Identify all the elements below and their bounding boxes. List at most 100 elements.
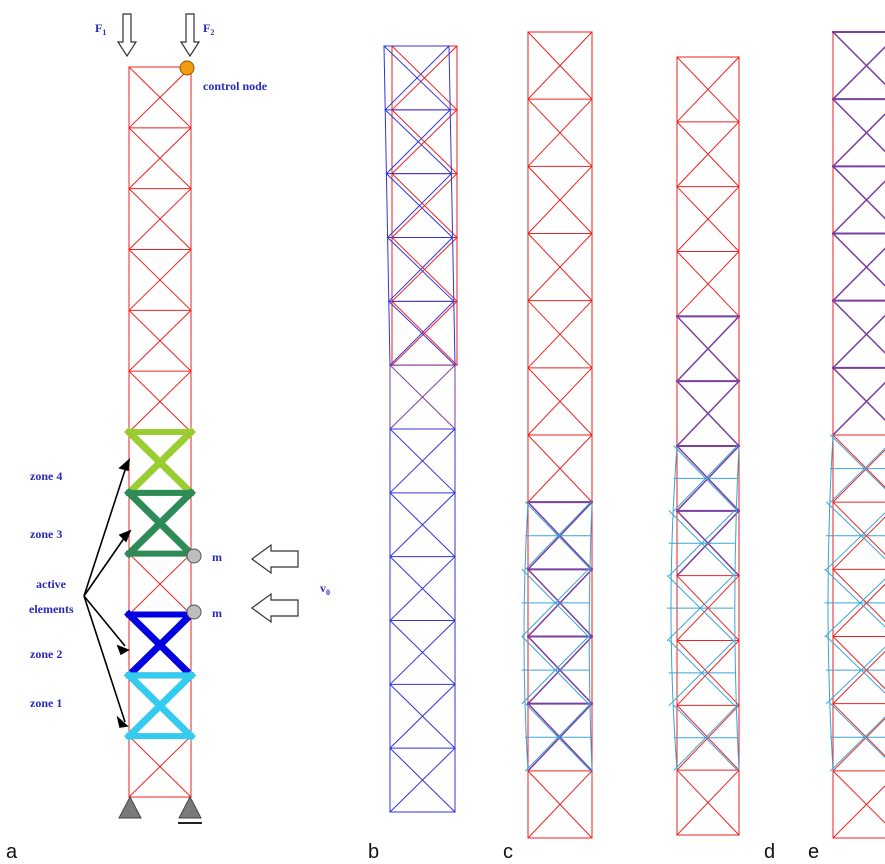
diagonal-member xyxy=(527,165,593,235)
diagonal-member xyxy=(388,236,454,303)
mass-node-upper xyxy=(186,548,202,564)
zone-1-active-element xyxy=(124,670,196,742)
highlighted-member xyxy=(831,232,885,287)
diagonal-member xyxy=(391,172,458,239)
diagonal-member xyxy=(128,248,192,312)
diagonal-member xyxy=(527,770,593,839)
panel-e-truss-deformed xyxy=(824,30,885,839)
diagonal-member xyxy=(389,492,456,558)
diagonal-member xyxy=(527,232,593,302)
diagonal-member xyxy=(128,127,192,190)
diagonal-member xyxy=(527,299,593,369)
diagonal-member xyxy=(391,236,458,303)
diagonal-member xyxy=(527,434,593,503)
diagonal-member xyxy=(391,300,458,366)
zone-3-active-element xyxy=(124,487,196,559)
diagonal-member xyxy=(832,367,885,421)
highlighted-member xyxy=(831,366,885,422)
diagonal-member xyxy=(832,46,885,100)
chord-right xyxy=(453,300,456,366)
highlighted-member xyxy=(831,180,885,235)
panel-label-b: b xyxy=(368,841,379,863)
diagonal-member xyxy=(389,619,456,686)
support-pin-left xyxy=(118,795,142,819)
panel-a-truss xyxy=(124,66,196,798)
highlighted-member xyxy=(831,45,885,101)
diagonal-member xyxy=(389,364,456,430)
label-control-node: control node xyxy=(203,79,268,93)
diagonal-member xyxy=(527,367,593,436)
deformed-chord-right xyxy=(734,445,740,771)
diagonal-member xyxy=(832,98,885,153)
zone-2-active-element xyxy=(124,609,196,681)
diagonal-member xyxy=(676,769,740,836)
panel-c-truss-deformed xyxy=(521,31,594,839)
diagonal-member xyxy=(389,683,456,749)
highlighted-member xyxy=(831,98,885,153)
diagonal-member xyxy=(389,428,456,494)
diagonal-member xyxy=(832,232,885,287)
diagonal-member xyxy=(832,299,885,354)
panel-label-a: a xyxy=(6,841,18,863)
label-elements: elements xyxy=(29,602,74,616)
diagonal-member xyxy=(128,370,192,433)
label-f2: F2 xyxy=(203,21,214,37)
diagonal-member xyxy=(385,109,451,175)
chord-left xyxy=(384,109,387,175)
highlighted-member xyxy=(831,247,885,302)
diagonal-member xyxy=(391,45,458,111)
diagonal-member xyxy=(832,180,885,235)
label-m-upper: m xyxy=(212,550,222,564)
chord-right xyxy=(449,109,452,175)
chord-right xyxy=(450,173,454,239)
deformed-chord-right xyxy=(588,502,593,771)
diagonal-member xyxy=(676,121,740,188)
label-zone-3: zone 3 xyxy=(30,527,62,541)
diagonal-member xyxy=(128,552,192,616)
label-m-lower: m xyxy=(212,606,222,620)
support-roller-right xyxy=(178,795,202,824)
pointer-arrows xyxy=(83,458,132,728)
diagonal-member xyxy=(384,45,450,111)
diagonal-member xyxy=(389,300,455,366)
highlighted-member xyxy=(675,380,741,448)
chord-left xyxy=(383,45,386,111)
load-arrow-f1 xyxy=(116,13,138,58)
highlighted-member xyxy=(831,165,885,220)
chord-right xyxy=(452,236,455,302)
panel-b-truss-blue xyxy=(383,45,458,813)
panel-label-c: c xyxy=(503,841,513,863)
diagonal-member xyxy=(676,250,740,318)
label-zone-2: zone 2 xyxy=(30,647,62,661)
diagonal-member xyxy=(832,247,885,302)
highlighted-member xyxy=(831,113,885,168)
zone-4-active-element xyxy=(124,427,196,498)
diagonal-member xyxy=(832,314,885,369)
label-f1: F1 xyxy=(95,21,106,37)
diagonal-member xyxy=(128,187,192,251)
highlighted-member xyxy=(831,381,885,437)
chord-left xyxy=(387,236,390,302)
diagonal-member xyxy=(832,770,885,824)
diagonal-member xyxy=(389,747,456,813)
diagonal-member xyxy=(676,185,740,253)
panel-label-e: e xyxy=(808,841,819,863)
diagonal-member xyxy=(389,555,456,622)
label-active: active xyxy=(36,577,67,591)
diagonal-member xyxy=(128,309,192,372)
velocity-arrow-lower xyxy=(250,592,299,624)
chord-left xyxy=(385,173,389,239)
diagonal-member xyxy=(527,98,593,168)
diagonal-member xyxy=(832,382,885,436)
diagonal-member xyxy=(832,31,885,85)
diagonal-member xyxy=(832,785,885,839)
highlighted-member xyxy=(831,299,885,354)
diagonal-member xyxy=(676,56,740,123)
panel-d-truss-deformed xyxy=(666,56,741,836)
highlighted-member xyxy=(675,315,741,383)
control-node-marker xyxy=(179,60,195,76)
load-arrow-f2 xyxy=(179,13,201,58)
highlighted-member xyxy=(831,30,885,86)
deformed-chord-left xyxy=(523,502,529,771)
